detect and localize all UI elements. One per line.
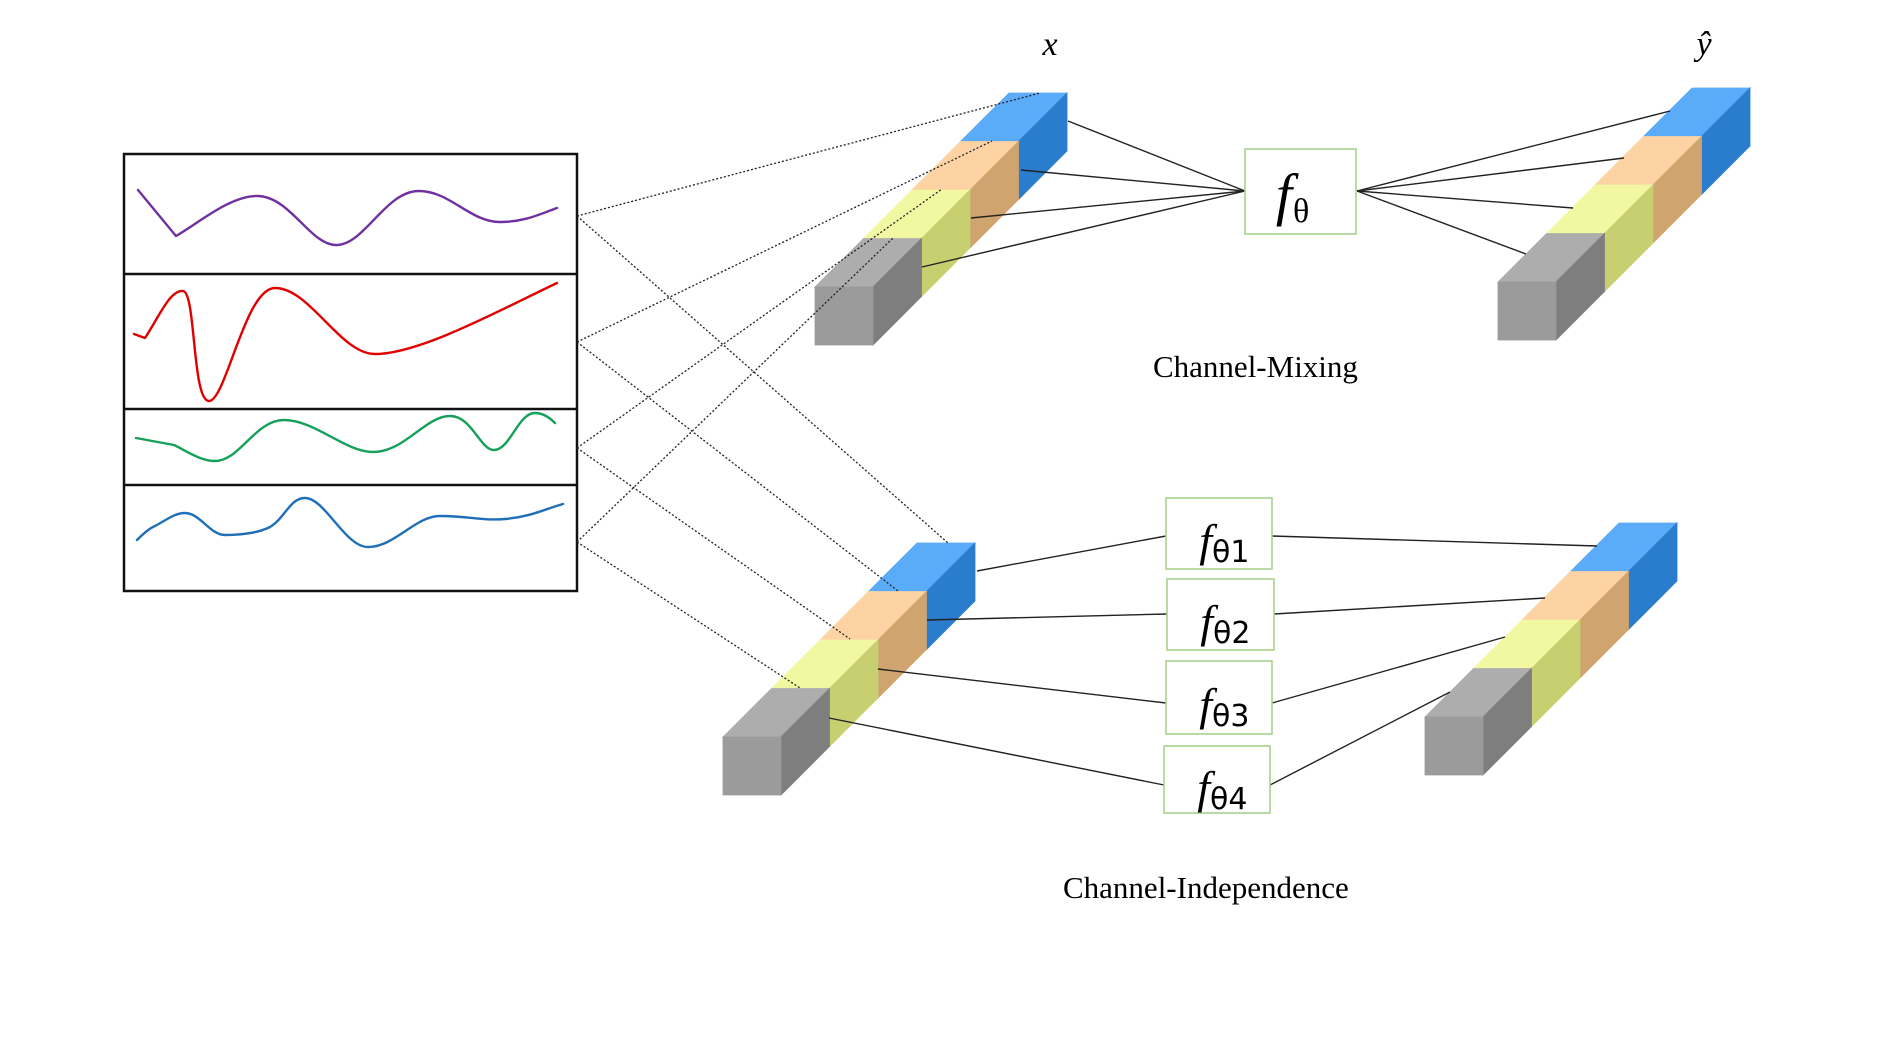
channel-3-wave [134, 411, 557, 463]
function-subscript: θ3 [1212, 699, 1249, 734]
mixing-function-border [1244, 148, 1357, 235]
channel-mixing-caption: Channel-Mixing [1153, 349, 1358, 384]
channel-4-wave [135, 496, 565, 549]
input-variable-label: x [1041, 26, 1057, 63]
mixing-line-out [1356, 190, 1527, 255]
independence-line-out [1271, 535, 1598, 547]
connector-line [576, 541, 801, 689]
independence-line-in [877, 668, 1167, 704]
mixing-function-box: f θ [1244, 148, 1357, 235]
mixing-line-in [1067, 120, 1246, 192]
mixing-line-out [1356, 190, 1574, 209]
mixing-line-in [921, 190, 1246, 268]
mixing-line-out [1356, 157, 1625, 192]
gray-block-front [814, 286, 874, 346]
independence-input-stack [722, 542, 976, 796]
function-box-border [1166, 578, 1275, 651]
function-subscript: θ2 [1213, 616, 1250, 651]
function-subscript: θ1 [1212, 535, 1249, 570]
independence-line-in [976, 535, 1167, 572]
function-box-border [1165, 497, 1273, 570]
independence-line-in [828, 717, 1165, 786]
mixing-input-connectors [576, 92, 1041, 543]
function-subscript: θ [1293, 193, 1309, 230]
connector-line [576, 237, 894, 543]
independence-line-out [1269, 691, 1451, 786]
mixing-lines [921, 110, 1671, 268]
multivariate-series-panel [122, 152, 579, 593]
series-panel-border [122, 152, 579, 593]
function-box-border [1165, 660, 1273, 735]
connector-line [576, 140, 993, 343]
independence-line-out [1273, 597, 1546, 615]
independent-function-box: f θ3 [1165, 660, 1273, 735]
function-box-border [1163, 745, 1271, 814]
independence-line-in [926, 613, 1168, 621]
independence-input-connectors [576, 215, 949, 689]
independence-line-out [1271, 636, 1506, 704]
channel-independence-caption: Channel-Independence [1063, 870, 1349, 905]
independent-function-box: f θ1 [1165, 497, 1273, 570]
independence-lines [828, 535, 1598, 786]
independent-function-boxes: f θ1 f θ2 f θ3 f θ4 [1163, 497, 1275, 817]
mixing-input-stack [814, 92, 1068, 346]
mixing-output-stack [1497, 87, 1751, 341]
channel-1-wave [136, 188, 559, 247]
gray-block-front [722, 736, 782, 796]
gray-block-front [1424, 716, 1484, 776]
mixing-line-in [1020, 169, 1246, 192]
channel-2-wave [132, 281, 559, 403]
independence-output-stack [1424, 522, 1678, 776]
independent-function-box: f θ4 [1163, 745, 1271, 817]
connector-line [576, 188, 943, 449]
mixing-line-out [1356, 110, 1671, 192]
connector-line [576, 341, 899, 592]
mixing-line-in [970, 190, 1246, 219]
output-variable-label: ŷ [1693, 26, 1712, 63]
connector-line [576, 447, 851, 640]
gray-block-front [1497, 281, 1557, 341]
function-subscript: θ4 [1210, 782, 1247, 817]
independent-function-box: f θ2 [1166, 578, 1275, 651]
connector-line [576, 215, 949, 544]
